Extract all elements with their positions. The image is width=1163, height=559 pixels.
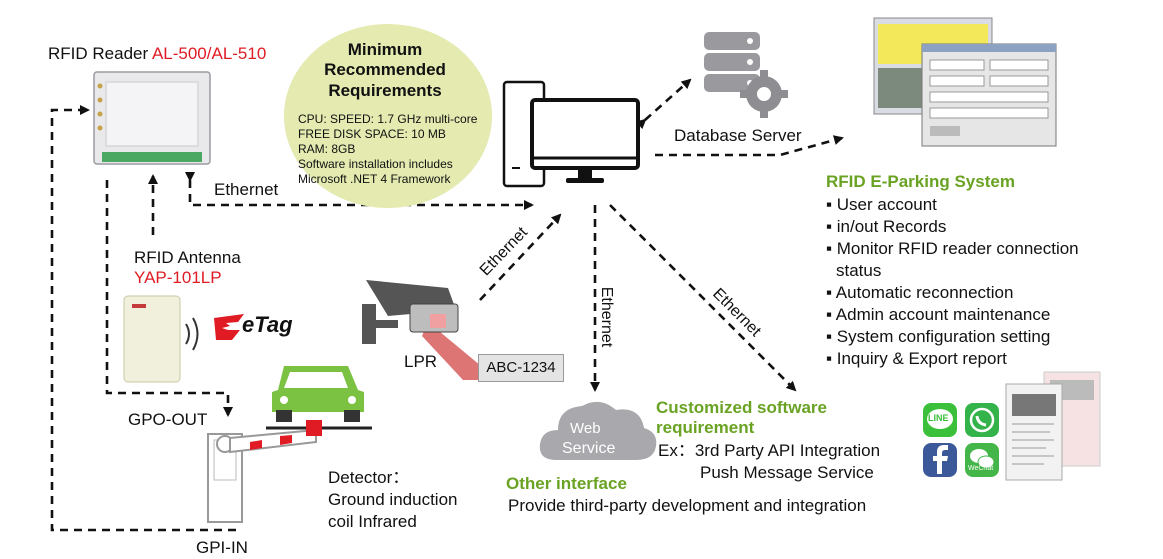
pc-to-database-line [635,78,692,130]
gpo-out-label: GPO-OUT [128,410,208,429]
detector-line2: Ground induction [328,490,458,509]
feature-item: ▪ in/out Records [826,217,947,236]
custom-software-ex1: Ex：3rd Party API Integration [658,441,881,460]
requirement-line: Microsoft .NET 4 Framework [298,172,451,186]
pc-to-custom-line [609,204,797,392]
custom-software-ex2: Push Message Service [700,463,874,482]
feature-item: status [836,261,882,280]
requirement-line: Software installation includes [298,157,453,171]
car-icon [272,366,364,422]
custom-software-title: Customized software [656,398,827,417]
feature-item: ▪ System configuration setting [826,327,1051,346]
rfid-reader-icon [93,71,211,165]
lpr-to-pc-line [479,213,562,301]
requirements-list: CPU: SPEED: 1.7 GHz multi-core FREE DISK… [298,112,477,187]
requirement-line: RAM: 8GB [298,142,356,156]
feature-item: ▪ Automatic reconnection [826,283,1014,302]
camera-icon [362,280,493,380]
whatsapp-icon [965,403,999,437]
wechat-icon [965,443,999,477]
lpr-label: LPR [404,352,438,371]
cloud-icon [539,401,657,460]
feature-item: ▪ User account [826,195,937,214]
line-icon [923,403,957,437]
eparking-title: RFID E-Parking System [826,172,1015,191]
database-server-icon [704,32,788,118]
eparking-feature-list: ▪ User account ▪ in/out Records ▪ Monito… [826,194,1079,370]
detector-line3: coil Infrared [328,512,417,531]
feature-item: ▪ Monitor RFID reader connection [826,239,1079,258]
web-service-line2: Service [562,440,616,457]
custom-software-title: requirement [656,418,755,437]
software-screens-icon [873,17,1057,147]
database-label: Database Server [674,126,802,145]
web-service-line1: Web [570,420,601,437]
antenna-model: YAP-101LP [134,268,222,287]
license-plate: ABC-1234 [478,354,564,382]
requirements-title: Minimum Recommended Requirements [324,40,446,100]
detector-line1: Detector： [328,468,410,487]
facebook-icon [923,443,957,477]
pc-monitor-icon [502,80,640,188]
ethernet-label: Ethernet [598,286,616,348]
requirement-line: CPU: SPEED: 1.7 GHz multi-core [298,112,478,126]
feature-item: ▪ Inquiry & Export report [826,349,1007,368]
requirements-circle [284,24,492,208]
line-text: LINE [928,413,949,423]
ethernet-label: Ethernet [214,180,279,199]
antenna-label: RFID Antenna [134,248,241,267]
other-interface-desc: Provide third-party development and inte… [508,496,867,515]
gpi-in-label: GPI-IN [196,538,248,557]
requirement-line: FREE DISK SPACE: 10 MB [298,127,446,141]
reader-label: RFID Reader AL-500/AL-510 [48,44,267,63]
etag-logo-icon: eTag [212,310,293,342]
gpo-out-line [105,180,233,417]
phone-screens-icon [1005,371,1101,481]
gpi-in-line [50,105,236,532]
other-interface-title: Other interface [506,474,627,493]
reader-to-pc-line [185,172,534,210]
feature-item: ▪ Admin account maintenance [826,305,1051,324]
wechat-text: WeChat [968,465,994,472]
barrier-gate-icon [207,420,372,523]
antenna-icon [123,295,199,383]
